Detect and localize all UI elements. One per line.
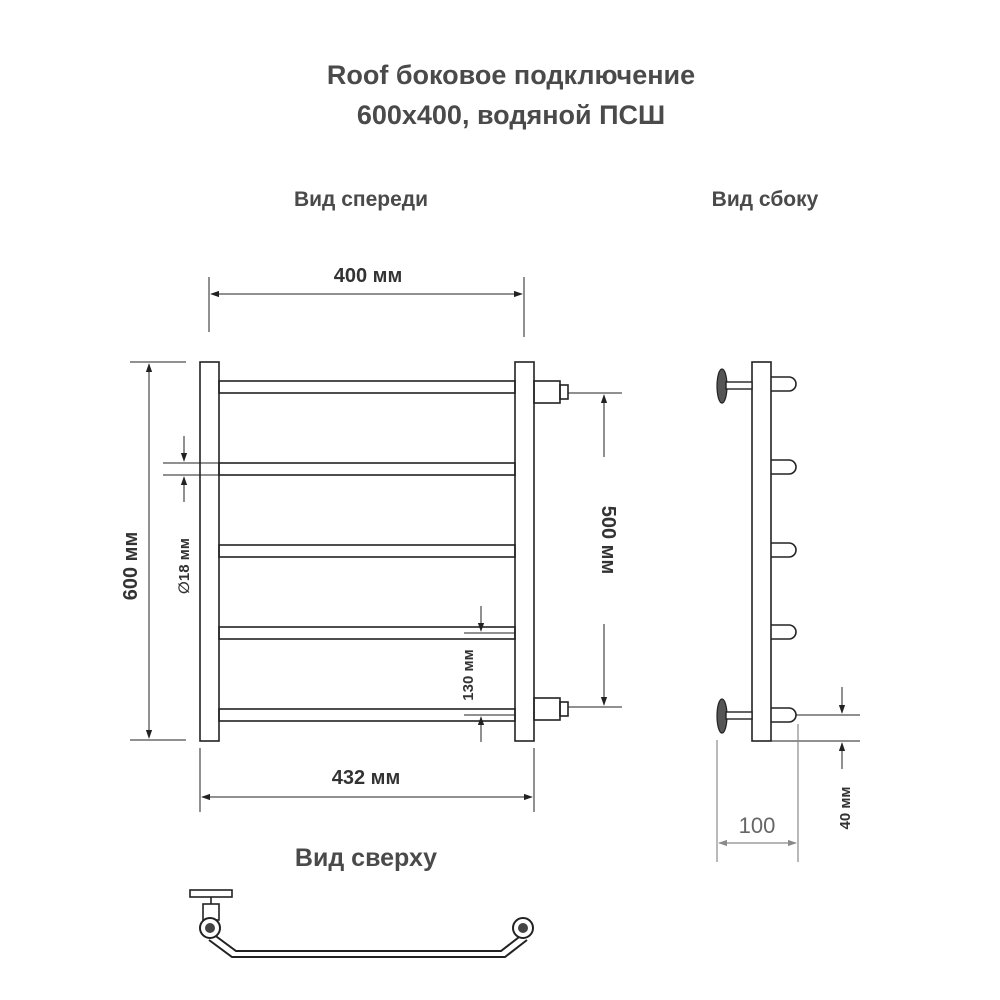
dim-bar-spacing: 130 мм	[460, 649, 477, 700]
dim-width-bottom: 432 мм	[332, 767, 401, 789]
front-view: 400 мм 600 мм ∅18 мм 500 мм 130 мм 432 м…	[120, 265, 622, 812]
top-view-label: Вид сверху	[295, 844, 437, 872]
top-wall-bracket	[716, 368, 753, 404]
side-upright	[751, 361, 772, 742]
dim-diameter: ∅18 мм	[176, 538, 193, 594]
title-line2: 600x400, водяной ПСШ	[357, 100, 665, 130]
side-view: 40 мм 100	[716, 361, 860, 862]
top-connection	[533, 380, 569, 404]
crossbar	[218, 380, 516, 394]
bar-end	[771, 376, 797, 392]
bar-end	[771, 624, 797, 640]
front-view-label: Вид спереди	[294, 188, 428, 211]
bar-end	[771, 542, 797, 558]
dim-wall-offset: 100	[739, 813, 776, 838]
dim-height-total: 600 мм	[120, 532, 142, 601]
side-view-label: Вид сбоку	[712, 188, 819, 211]
right-upright	[514, 361, 535, 742]
dim-center-distance: 500 мм	[597, 506, 619, 575]
bar-end	[771, 707, 797, 723]
left-upright	[199, 361, 220, 742]
dim-width-top: 400 мм	[334, 265, 403, 287]
top-view	[189, 889, 534, 958]
crossbar	[218, 544, 516, 558]
crossbar	[218, 462, 516, 476]
title-line1: Roof боковое подключение	[327, 60, 695, 90]
dim-side-bar: 40 мм	[837, 786, 854, 829]
bar-end	[771, 459, 797, 475]
bottom-connection	[533, 697, 569, 721]
bottom-wall-bracket	[716, 698, 753, 734]
